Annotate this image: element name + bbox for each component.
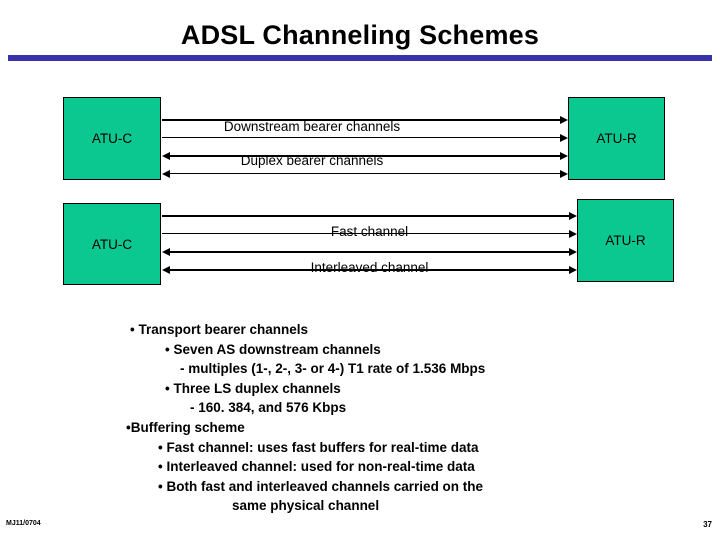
arrowhead-right-icon: [560, 133, 568, 142]
buffering-channels-diagram: ATU-C ATU-R Fast channel: [63, 199, 674, 285]
atu-c-node-1-label: ATU-C: [91, 131, 133, 146]
connection-shaft: [162, 233, 569, 234]
bullet-line: • Seven AS downstream channels: [165, 341, 381, 357]
bullet-line: •Buffering scheme: [126, 419, 245, 435]
arrowhead-left-icon: [162, 266, 170, 274]
atu-c-node-1: ATU-C: [63, 97, 161, 180]
connection-label-downstream: Downstream bearer channels: [162, 119, 462, 134]
arrowhead-right-icon: [560, 116, 568, 124]
arrowhead-right-icon: [569, 212, 577, 220]
atu-c-node-2: ATU-C: [63, 203, 161, 285]
connection-shaft: [162, 137, 560, 138]
arrowhead-right-icon: [560, 152, 568, 160]
connection-shaft: [170, 155, 560, 157]
connection-label-interleaved-text: Interleaved channel: [310, 260, 429, 275]
bullet-list: • Transport bearer channels • Seven AS do…: [0, 320, 720, 516]
bullet-line: • Both fast and interleaved channels car…: [158, 478, 484, 494]
connection-shaft: [170, 251, 569, 253]
bearer-channels-diagram: ATU-C ATU-R Downstream bearer ch: [0, 0, 720, 200]
footer-code: MJ11/0704: [6, 520, 41, 527]
atu-r-node-2-label: ATU-R: [605, 233, 646, 248]
connection-shaft: [162, 119, 560, 121]
connection-shaft: [170, 173, 560, 174]
bullet-line: - multiples (1-, 2-, 3- or 4-) T1 rate o…: [180, 361, 486, 377]
arrowhead-right-icon: [569, 266, 577, 274]
connection-label-duplex-text: Duplex bearer channels: [240, 153, 384, 168]
arrowhead-left-icon: [162, 169, 170, 178]
atu-r-node-1: ATU-R: [568, 97, 665, 180]
connection-label-duplex: Duplex bearer channels: [162, 153, 462, 168]
atu-c-node-2-label: ATU-C: [91, 236, 133, 252]
arrowhead-right-icon: [569, 248, 577, 256]
bullet-line: same physical channel: [232, 498, 380, 514]
atu-r-node-1-label: ATU-R: [596, 131, 637, 146]
connection-shaft: [162, 215, 569, 217]
title-divider: [8, 55, 712, 61]
bullet-line: - 160. 384, and 576 Kbps: [190, 400, 347, 416]
bullet-line: • Fast channel: uses fast buffers for re…: [158, 439, 479, 455]
connection-label-interleaved: Interleaved channel: [162, 260, 577, 275]
page-number: 37: [703, 520, 712, 529]
bullet-line: • Interleaved channel: used for non-real…: [158, 459, 475, 475]
arrowhead-right-icon: [560, 169, 568, 178]
connection-label-fast: Fast channel: [162, 224, 577, 239]
bullet-line: • Transport bearer channels: [130, 322, 309, 337]
connection-label-fast-text: Fast channel: [330, 224, 409, 239]
arrowhead-right-icon: [569, 229, 577, 238]
connection-label-downstream-text: Downstream bearer channels: [223, 119, 401, 134]
page-title: ADSL Channeling Schemes: [180, 20, 540, 50]
arrowhead-left-icon: [162, 152, 170, 160]
connection-shaft: [170, 269, 569, 271]
atu-r-node-2: ATU-R: [577, 199, 674, 282]
arrowhead-left-icon: [162, 248, 170, 256]
bullet-line: • Three LS duplex channels: [165, 380, 341, 396]
